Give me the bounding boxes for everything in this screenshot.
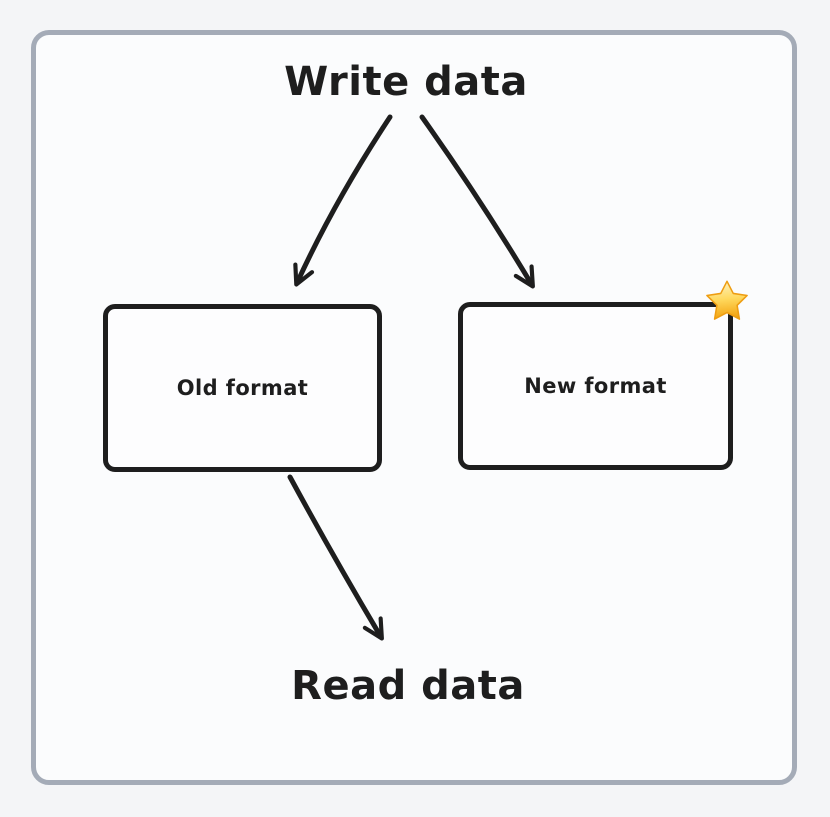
star-icon [706, 280, 748, 320]
old-format-label: Old format [176, 376, 309, 400]
node-new-format: New format [458, 302, 733, 470]
read-data-label: Read data [291, 663, 525, 709]
write-data-label: Write data [284, 59, 528, 105]
new-format-label: New format [524, 374, 667, 398]
node-old-format: Old format [103, 304, 382, 472]
